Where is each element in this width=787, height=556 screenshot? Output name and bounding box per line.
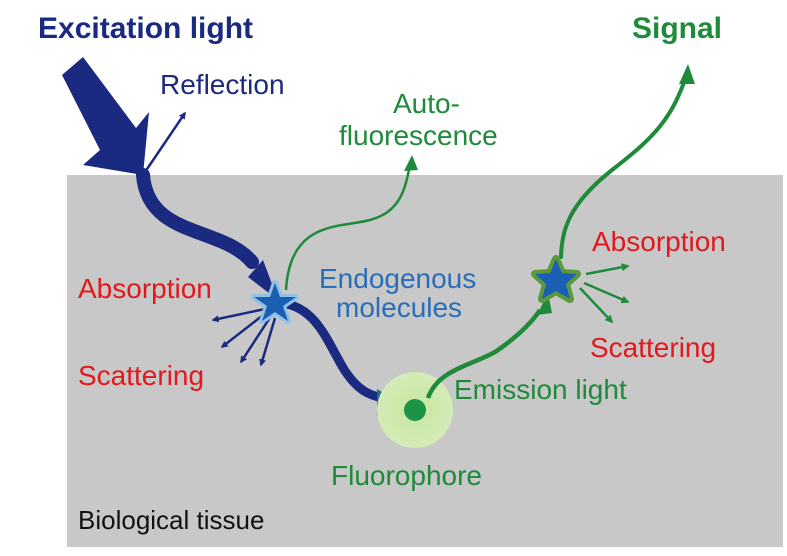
emission-path [425,308,542,399]
right-absorption-arrow [585,263,630,276]
right-scattering-label: Scattering [590,332,717,363]
endogenous-star [254,283,296,321]
excitation-arrow [62,57,149,175]
left-scattering-label: Scattering [78,360,205,391]
right-scatter-arrow-2 [579,287,614,324]
excitation-path [136,168,259,269]
left-scatter-arrow-3 [259,317,277,367]
fluorophore-dot [404,399,426,421]
signal-star [535,259,577,299]
left-absorption-label: Absorption [78,273,212,304]
reflection-arrow [141,111,187,176]
left-absorption-arrow [211,307,266,323]
biological-tissue-label: Biological tissue [78,505,265,535]
right-absorption-label: Absorption [592,226,726,257]
autofluorescence-arrowhead [404,155,418,171]
tissue-block [67,175,783,547]
left-scatter-arrow-1 [220,311,268,348]
endogenous-label-line1: Endogenous [319,263,477,294]
autofluorescence-path [284,164,412,291]
excitation-light-label: Excitation light [38,12,254,45]
fluorophore-label: Fluorophore [331,460,482,491]
left-scatter-arrow-2 [239,315,273,364]
signal-path [559,72,689,259]
autofluorescence-label-line2: fluorescence [339,120,498,151]
reflection-label: Reflection [160,69,285,100]
emission-light-label: Emission light [454,374,627,405]
endogenous-label-line2: molecules [336,292,463,323]
signal-label: Signal [632,12,723,45]
right-scatter-arrow-1 [583,281,630,304]
signal-arrowhead [679,64,695,84]
excitation-to-fluorophore-path [277,298,388,403]
autofluorescence-label-line1: Auto- [393,88,460,119]
